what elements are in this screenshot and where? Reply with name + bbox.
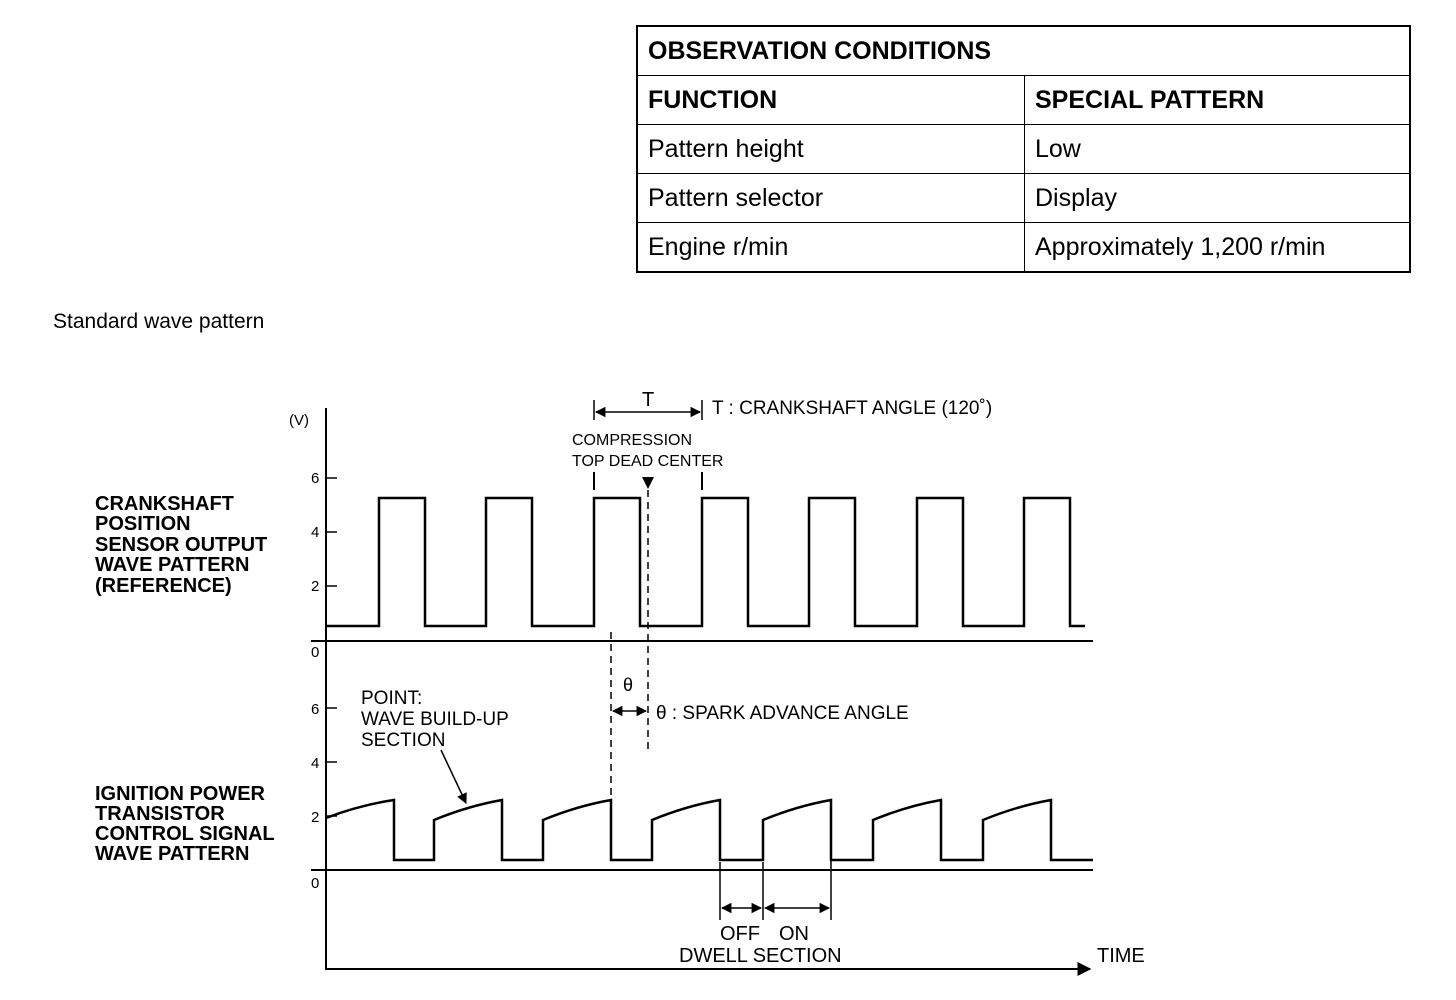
table-cell: Engine r/min	[636, 222, 1025, 273]
on-label: ON	[779, 923, 809, 945]
tick-label: 4	[311, 524, 319, 541]
table-cell: Low	[1024, 124, 1411, 174]
tick-label: 2	[311, 809, 319, 826]
table-cell: Pattern selector	[636, 173, 1025, 223]
table-cell: Approximately 1,200 r/min	[1024, 222, 1411, 273]
table-header-function: FUNCTION	[636, 75, 1025, 125]
t-description: T : CRANKSHAFT ANGLE (120˚)	[712, 398, 992, 419]
observation-conditions-table: OBSERVATION CONDITIONS FUNCTION SPECIAL …	[636, 25, 1411, 273]
off-label: OFF	[720, 923, 760, 945]
ignition-signal-label: IGNITION POWER TRANSISTOR CONTROL SIGNAL…	[95, 783, 280, 865]
t-symbol: T	[642, 389, 654, 411]
table-header-special-pattern: SPECIAL PATTERN	[1024, 75, 1411, 125]
theta-symbol: θ	[623, 675, 633, 695]
table-row: Pattern height Low	[636, 124, 1411, 174]
crankshaft-signal-label: CRANKSHAFT POSITION SENSOR OUTPUT WAVE P…	[95, 493, 273, 597]
table-cell: Pattern height	[636, 124, 1025, 174]
table-row: Pattern selector Display	[636, 173, 1411, 223]
unit-label: (V)	[289, 412, 309, 429]
figure-caption: Standard wave pattern	[53, 310, 265, 333]
point-arrow	[440, 749, 467, 804]
tick-label: 0	[311, 875, 319, 892]
tick-label: 6	[311, 470, 319, 487]
tick-label: 6	[311, 701, 319, 718]
point-annotation: POINT: WAVE BUILD-UP SECTION	[361, 688, 514, 751]
tdc-marker-icon	[642, 477, 654, 489]
time-label: TIME	[1097, 945, 1145, 967]
tick-label: 0	[311, 644, 319, 661]
tick-label: 2	[311, 578, 319, 595]
theta-description: θ : SPARK ADVANCE ANGLE	[656, 703, 909, 724]
table-cell: Display	[1024, 173, 1411, 223]
tick-label: 4	[311, 755, 319, 772]
table-title: OBSERVATION CONDITIONS	[636, 25, 1411, 76]
crankshaft-sensor-waveform	[326, 496, 1085, 628]
table-row: Engine r/min Approximately 1,200 r/min	[636, 222, 1411, 273]
ignition-control-waveform	[325, 798, 1093, 862]
compression-tdc-label: COMPRESSION TOP DEAD CENTER	[572, 432, 723, 470]
dwell-section-label: DWELL SECTION	[679, 945, 842, 967]
